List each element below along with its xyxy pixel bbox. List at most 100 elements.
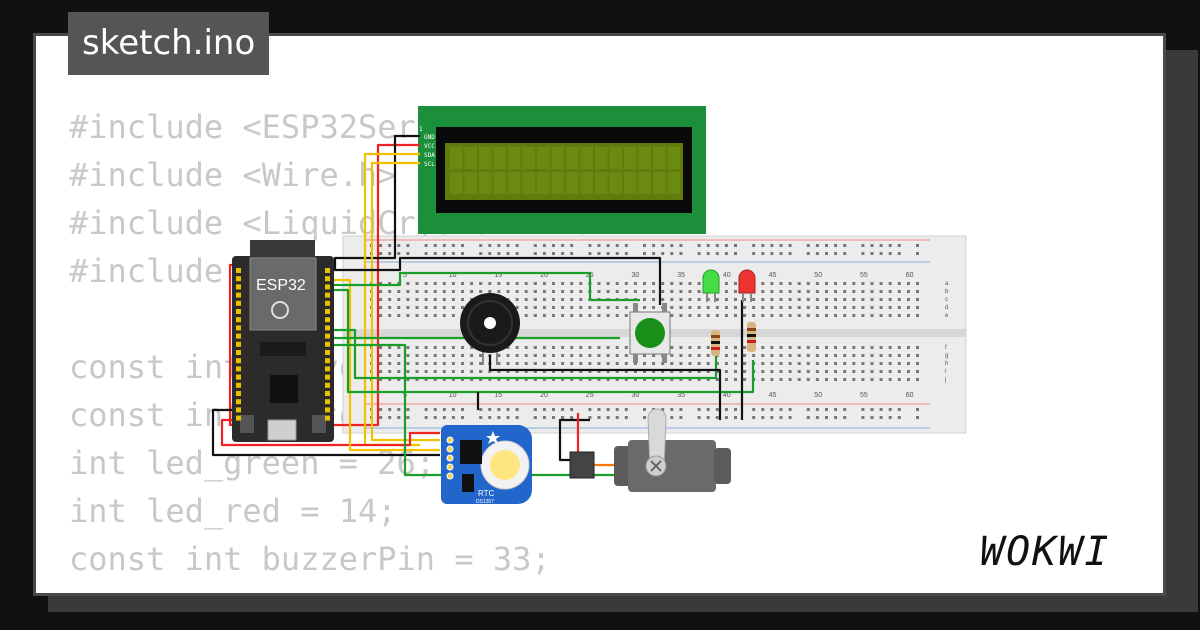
- breadboard-hole[interactable]: [770, 306, 774, 309]
- breadboard-hole[interactable]: [606, 416, 610, 419]
- breadboard-hole[interactable]: [861, 378, 865, 381]
- breadboard-hole[interactable]: [834, 378, 838, 381]
- boot-button[interactable]: [240, 415, 254, 433]
- breadboard-hole[interactable]: [797, 314, 801, 317]
- breadboard-hole[interactable]: [770, 408, 774, 411]
- breadboard-hole[interactable]: [570, 354, 574, 357]
- breadboard-hole[interactable]: [597, 306, 601, 309]
- breadboard-hole[interactable]: [734, 370, 737, 373]
- esp32-pin[interactable]: [325, 333, 330, 339]
- breadboard-hole[interactable]: [515, 408, 519, 411]
- breadboard-hole[interactable]: [670, 346, 674, 349]
- breadboard-hole[interactable]: [697, 282, 701, 285]
- breadboard-hole[interactable]: [533, 298, 537, 301]
- breadboard-hole[interactable]: [661, 252, 665, 255]
- breadboard-hole[interactable]: [506, 290, 510, 293]
- breadboard-hole[interactable]: [806, 290, 810, 293]
- breadboard-hole[interactable]: [752, 408, 756, 411]
- breadboard-hole[interactable]: [533, 354, 537, 357]
- breadboard-hole[interactable]: [643, 282, 646, 285]
- breadboard-hole[interactable]: [870, 306, 874, 309]
- breadboard-hole[interactable]: [388, 314, 392, 317]
- breadboard-hole[interactable]: [415, 378, 419, 381]
- breadboard-hole[interactable]: [615, 346, 619, 349]
- breadboard-hole[interactable]: [734, 306, 737, 309]
- breadboard-hole[interactable]: [825, 378, 828, 381]
- breadboard-hole[interactable]: [734, 290, 737, 293]
- breadboard-hole[interactable]: [379, 378, 383, 381]
- breadboard-hole[interactable]: [451, 306, 455, 309]
- breadboard-hole[interactable]: [597, 252, 601, 255]
- breadboard-hole[interactable]: [661, 378, 665, 381]
- breadboard-hole[interactable]: [506, 282, 510, 285]
- breadboard-hole[interactable]: [916, 290, 919, 293]
- breadboard-hole[interactable]: [761, 416, 765, 419]
- breadboard-hole[interactable]: [797, 354, 801, 357]
- breadboard-hole[interactable]: [661, 370, 665, 373]
- breadboard-hole[interactable]: [897, 416, 901, 419]
- breadboard-hole[interactable]: [761, 370, 765, 373]
- breadboard-hole[interactable]: [670, 378, 674, 381]
- breadboard-hole[interactable]: [588, 378, 592, 381]
- breadboard-hole[interactable]: [779, 252, 783, 255]
- breadboard-hole[interactable]: [542, 378, 546, 381]
- breadboard-hole[interactable]: [879, 314, 883, 317]
- breadboard-hole[interactable]: [433, 346, 437, 349]
- breadboard-hole[interactable]: [897, 290, 901, 293]
- breadboard-hole[interactable]: [570, 282, 574, 285]
- breadboard-hole[interactable]: [552, 314, 555, 317]
- breadboard-hole[interactable]: [479, 378, 483, 381]
- breadboard-hole[interactable]: [497, 378, 501, 381]
- breadboard-hole[interactable]: [734, 362, 737, 365]
- breadboard-hole[interactable]: [415, 370, 419, 373]
- breadboard-hole[interactable]: [415, 298, 419, 301]
- breadboard-hole[interactable]: [734, 252, 737, 255]
- breadboard-hole[interactable]: [479, 354, 483, 357]
- breadboard-hole[interactable]: [406, 314, 410, 317]
- breadboard-hole[interactable]: [552, 370, 555, 373]
- breadboard-hole[interactable]: [697, 346, 701, 349]
- esp32-pin[interactable]: [236, 333, 241, 339]
- breadboard-hole[interactable]: [879, 370, 883, 373]
- breadboard-hole[interactable]: [779, 370, 783, 373]
- breadboard-hole[interactable]: [697, 378, 701, 381]
- breadboard-hole[interactable]: [406, 370, 410, 373]
- breadboard-hole[interactable]: [479, 416, 483, 419]
- breadboard-hole[interactable]: [442, 306, 446, 309]
- breadboard-hole[interactable]: [515, 346, 519, 349]
- breadboard-hole[interactable]: [825, 244, 828, 247]
- breadboard-hole[interactable]: [734, 314, 737, 317]
- breadboard-hole[interactable]: [461, 290, 464, 293]
- breadboard-hole[interactable]: [715, 362, 719, 365]
- breadboard-hole[interactable]: [597, 408, 601, 411]
- breadboard-hole[interactable]: [706, 416, 710, 419]
- breadboard-hole[interactable]: [788, 362, 792, 365]
- breadboard-hole[interactable]: [679, 314, 683, 317]
- breadboard-hole[interactable]: [806, 244, 810, 247]
- breadboard-hole[interactable]: [879, 354, 883, 357]
- breadboard-hole[interactable]: [488, 244, 492, 247]
- breadboard-hole[interactable]: [852, 354, 856, 357]
- breadboard-hole[interactable]: [888, 370, 892, 373]
- breadboard-hole[interactable]: [825, 362, 828, 365]
- breadboard-hole[interactable]: [688, 282, 692, 285]
- breadboard-hole[interactable]: [424, 354, 428, 357]
- breadboard-hole[interactable]: [724, 306, 728, 309]
- breadboard-hole[interactable]: [861, 416, 865, 419]
- breadboard-hole[interactable]: [815, 416, 819, 419]
- breadboard-hole[interactable]: [806, 314, 810, 317]
- breadboard-hole[interactable]: [615, 370, 619, 373]
- breadboard-hole[interactable]: [906, 282, 910, 285]
- esp32-pin[interactable]: [325, 350, 330, 355]
- breadboard-hole[interactable]: [397, 408, 401, 411]
- breadboard-hole[interactable]: [752, 416, 756, 419]
- breadboard-hole[interactable]: [797, 290, 801, 293]
- breadboard-hole[interactable]: [697, 370, 701, 373]
- breadboard-hole[interactable]: [743, 298, 747, 301]
- breadboard-hole[interactable]: [533, 290, 537, 293]
- breadboard-hole[interactable]: [552, 378, 555, 381]
- esp32-pin[interactable]: [236, 391, 241, 396]
- breadboard-hole[interactable]: [379, 416, 383, 419]
- breadboard-hole[interactable]: [697, 362, 701, 365]
- breadboard-hole[interactable]: [442, 408, 446, 411]
